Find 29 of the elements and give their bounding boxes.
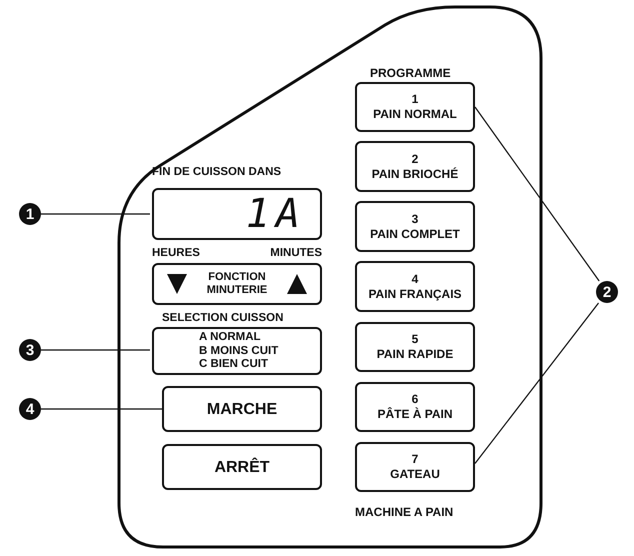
callout-number: 2	[596, 281, 618, 303]
time-unit-label: HEURES	[152, 247, 200, 259]
lcd-display: 1A	[152, 188, 322, 240]
callout-number: 1	[19, 203, 41, 225]
selection-control	[150, 312, 324, 375]
program-button: 4 PAIN FRANÇAIS	[355, 261, 475, 312]
time-unit-label: MINUTES	[270, 247, 322, 259]
program-button: 7 GATEAU	[355, 442, 475, 492]
leader-line	[41, 408, 162, 410]
button: MARCHE	[162, 386, 322, 432]
section-heading: SELECTION CUISSON	[162, 312, 284, 324]
callout-number: 4	[19, 398, 41, 420]
timer-control	[150, 247, 324, 307]
program-button: 6 PÂTE À PAIN	[355, 382, 475, 432]
callout-number: 3	[19, 339, 41, 361]
column-heading: PROGRAMME	[370, 66, 451, 80]
leader-line	[474, 106, 600, 282]
button: ARRÊT	[162, 444, 322, 490]
program-button: 5 PAIN RAPIDE	[355, 322, 475, 372]
leader-line	[41, 213, 150, 215]
selection-button: A NORMAL B MOINS CUIT C BIEN CUIT	[152, 327, 322, 375]
panel-caption: MACHINE A PAIN	[355, 505, 454, 519]
leader-line	[474, 302, 600, 464]
program-button: 3 PAIN COMPLET	[355, 201, 475, 252]
timer-button: FONCTION MINUTERIE	[152, 263, 322, 305]
display-panel	[150, 164, 324, 242]
program-button: 1 PAIN NORMAL	[355, 82, 475, 132]
leader-line	[41, 349, 150, 351]
program-button: 2 PAIN BRIOCHÉ	[355, 141, 475, 192]
